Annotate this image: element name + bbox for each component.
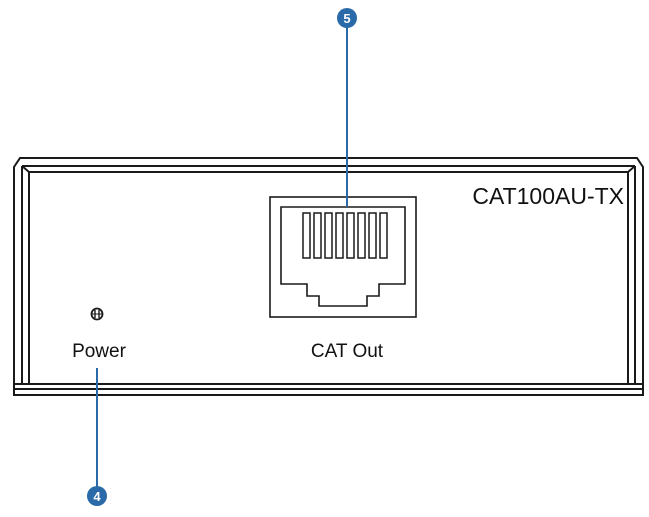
callout-5: 5 (337, 8, 357, 207)
model-label: CAT100AU-TX (472, 183, 624, 209)
power-led-icon (90, 307, 104, 321)
power-label: Power (72, 341, 127, 362)
cat-out-label: CAT Out (311, 341, 384, 362)
callout-4: 4 (87, 368, 107, 506)
callout-4-number: 4 (93, 489, 101, 504)
rj45-pins (302, 212, 388, 259)
rj45-port-icon (269, 196, 417, 318)
callout-4-badge (87, 486, 107, 506)
device-enclosure (13, 157, 644, 396)
callout-5-number: 5 (343, 11, 350, 26)
callout-5-badge (337, 8, 357, 28)
